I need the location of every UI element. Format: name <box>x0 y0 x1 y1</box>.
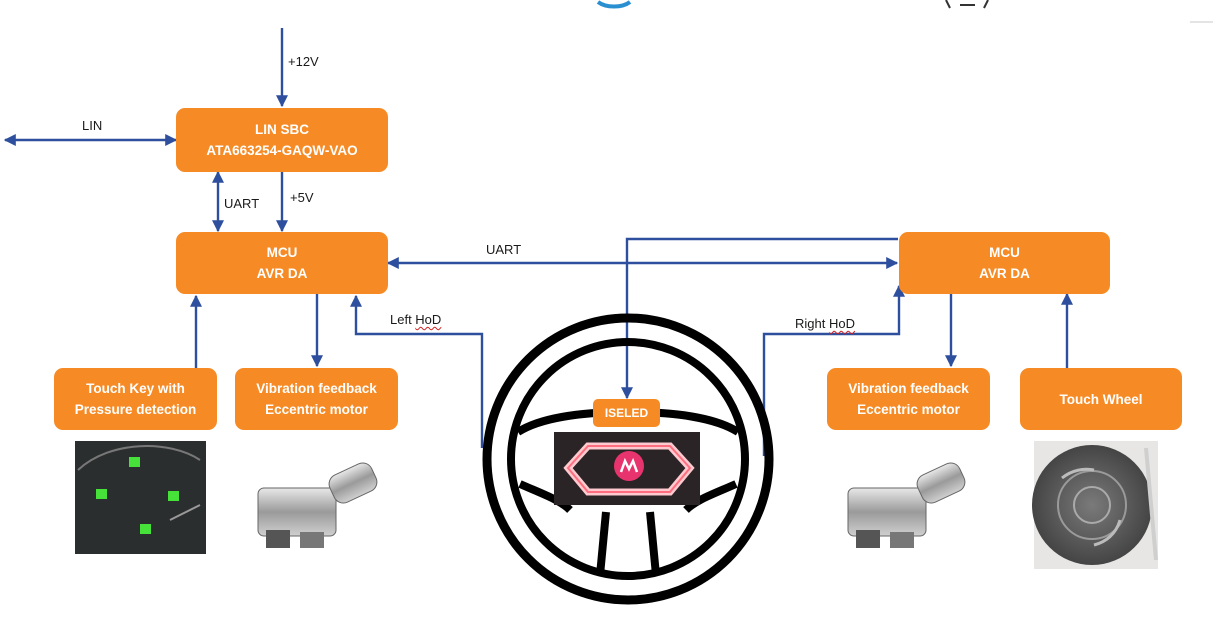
lin-sbc-block: LIN SBC ATA663254-GAQW-VAO <box>176 108 388 172</box>
label-lin: LIN <box>82 118 103 133</box>
vibration-motor-image-right <box>847 462 966 548</box>
label-uart-mcu-mcu: UART <box>486 242 522 257</box>
iseled-title: ISELED <box>604 405 649 420</box>
label-5v: +5V <box>290 190 314 205</box>
mcu-right-block: MCU AVR DA <box>899 232 1110 294</box>
touch-wheel-title: Touch Wheel <box>1059 391 1143 407</box>
label-left-hod-word: HoD <box>415 312 442 327</box>
touch-key-block: Touch Key with Pressure detection <box>54 368 217 430</box>
connectors <box>3 28 1073 456</box>
iseled-hub-image <box>554 432 700 505</box>
label-12v: +12V <box>288 54 319 69</box>
label-right-hod-prefix: Right <box>795 316 829 331</box>
label-left-hod: Left HoD <box>390 312 441 328</box>
mcu-right-title: MCU <box>989 245 1020 260</box>
vibration-right-line2: Eccentric motor <box>857 402 960 417</box>
mcu-left-title: MCU <box>266 245 298 260</box>
mcu-left-block: MCU AVR DA <box>176 232 388 294</box>
label-right-hod: Right HoD <box>795 316 855 332</box>
touch-key-line1: Touch Key with <box>86 381 185 396</box>
touch-wheel-image <box>1032 441 1158 569</box>
mcu-right-subtitle: AVR DA <box>979 266 1030 281</box>
touch-key-line2: Pressure detection <box>74 402 197 417</box>
header-logo-fragment <box>596 0 1213 23</box>
label-left-hod-prefix: Left <box>390 312 416 327</box>
mcu-left-subtitle: AVR DA <box>256 266 308 281</box>
touch-key-image <box>75 441 206 554</box>
vibration-right-line1: Vibration feedback <box>848 381 969 396</box>
label-uart-sbc-mcu: UART <box>224 196 260 211</box>
lin-sbc-part-number: ATA663254-GAQW-VAO <box>206 143 358 158</box>
lin-sbc-title: LIN SBC <box>255 122 309 137</box>
vibration-left-block: Vibration feedback Eccentric motor <box>235 368 398 430</box>
right-hod-line <box>762 284 905 456</box>
steering-wheel <box>482 313 774 605</box>
left-hod-line <box>350 294 484 448</box>
vibration-motor-image-left <box>257 462 378 548</box>
label-right-hod-word: HoD <box>828 316 855 331</box>
vibration-right-block: Vibration feedback Eccentric motor <box>827 368 990 430</box>
touch-wheel-block: Touch Wheel <box>1020 368 1182 430</box>
vibration-left-line1: Vibration feedback <box>256 381 377 396</box>
iseled-block: ISELED <box>593 399 660 427</box>
vibration-left-line2: Eccentric motor <box>265 402 368 417</box>
